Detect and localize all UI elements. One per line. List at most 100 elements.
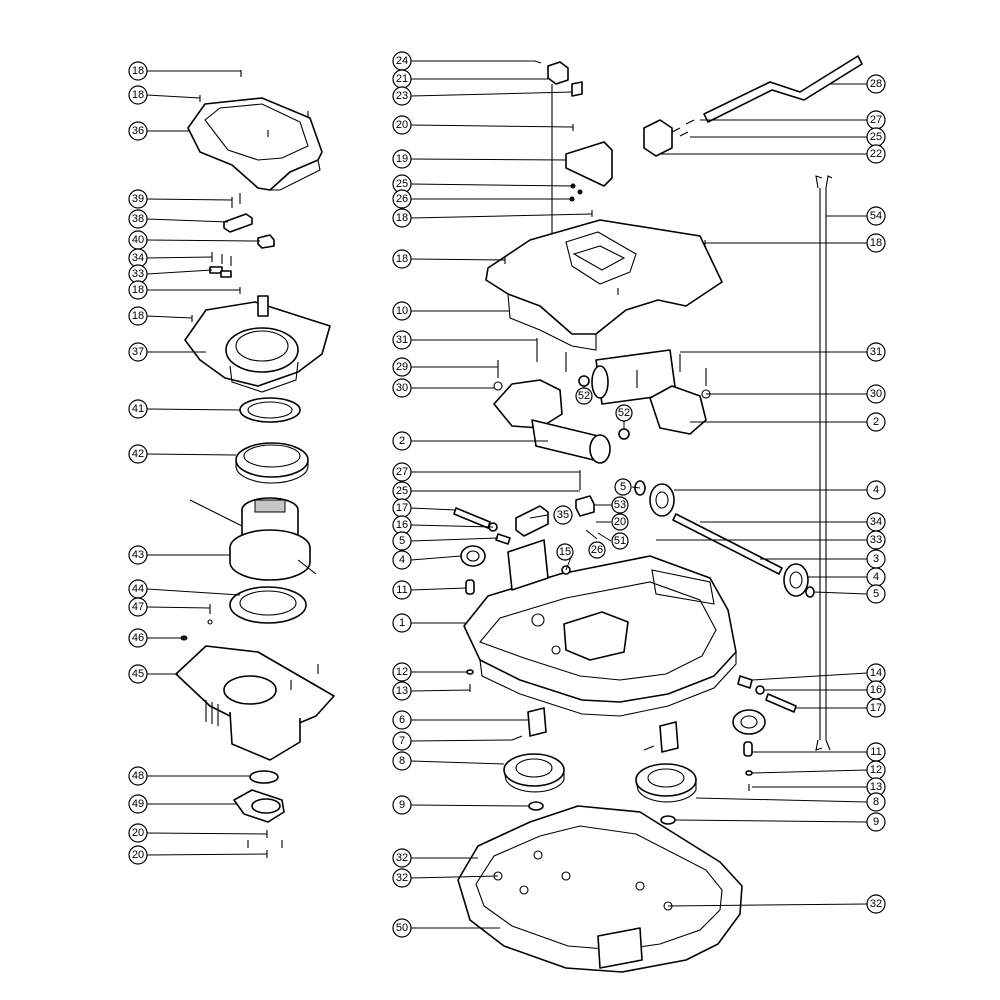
svg-text:46: 46 — [132, 632, 144, 644]
svg-text:44: 44 — [132, 583, 144, 595]
callout: 51 — [611, 532, 629, 550]
callout: 20 — [611, 513, 629, 531]
callout: 4 — [392, 550, 412, 570]
svg-text:25: 25 — [396, 178, 408, 190]
svg-text:48: 48 — [132, 770, 144, 782]
svg-text:9: 9 — [873, 816, 879, 828]
callout: 12 — [866, 760, 886, 780]
svg-text:20: 20 — [396, 119, 408, 131]
part-46-47 — [180, 604, 213, 641]
svg-text:40: 40 — [132, 234, 144, 246]
svg-text:42: 42 — [132, 448, 144, 460]
svg-text:18: 18 — [396, 212, 408, 224]
part-42-collar — [235, 442, 309, 484]
part-44-seal — [229, 586, 307, 624]
part-1-chassis — [463, 539, 737, 717]
svg-text:45: 45 — [132, 668, 144, 680]
svg-text:39: 39 — [132, 193, 144, 205]
svg-text:54: 54 — [870, 210, 882, 222]
svg-text:14: 14 — [870, 667, 882, 679]
callout: 32 — [866, 894, 886, 914]
svg-text:6: 6 — [399, 714, 405, 726]
svg-text:29: 29 — [396, 361, 408, 373]
callout: 18 — [866, 233, 886, 253]
callout: 34 — [866, 512, 886, 532]
leader-lines — [146, 60, 868, 929]
svg-text:18: 18 — [132, 65, 144, 77]
callout: 21 — [392, 69, 412, 89]
svg-text:5: 5 — [873, 588, 879, 600]
svg-text:31: 31 — [396, 334, 408, 346]
callout: 44 — [128, 579, 148, 599]
callout: 27 — [866, 110, 886, 130]
callout: 8 — [392, 751, 412, 771]
callout: 9 — [866, 812, 886, 832]
part-37-housing — [184, 295, 331, 393]
callout: 52 — [575, 387, 593, 405]
callout: 38 — [128, 209, 148, 229]
svg-text:4: 4 — [873, 484, 879, 496]
svg-text:37: 37 — [132, 346, 144, 358]
svg-text:49: 49 — [132, 798, 144, 810]
callout: 18 — [392, 208, 412, 228]
svg-text:11: 11 — [870, 746, 881, 758]
svg-text:20: 20 — [132, 849, 144, 861]
callout: 18 — [128, 306, 148, 326]
part-6-8-brush-right — [635, 721, 697, 803]
svg-text:36: 36 — [132, 125, 144, 137]
callout: 31 — [866, 342, 886, 362]
svg-text:11: 11 — [396, 584, 407, 596]
svg-text:21: 21 — [396, 73, 408, 85]
part-45-base — [175, 645, 335, 761]
part-2-motor-left — [493, 338, 630, 464]
svg-text:10: 10 — [396, 305, 408, 317]
callout: 1 — [392, 613, 412, 633]
svg-text:50: 50 — [396, 922, 408, 934]
callout: 47 — [128, 597, 148, 617]
svg-text:27: 27 — [870, 114, 882, 126]
callout: 50 — [392, 918, 412, 938]
part-38-39-40 — [223, 193, 275, 249]
part-43-vacuum-motor — [189, 497, 317, 581]
svg-text:26: 26 — [396, 193, 408, 205]
svg-text:30: 30 — [870, 388, 882, 400]
svg-text:15: 15 — [559, 546, 571, 558]
svg-text:23: 23 — [396, 90, 408, 102]
callout: 20 — [392, 115, 412, 135]
svg-text:4: 4 — [399, 554, 405, 566]
callout: 15 — [556, 543, 574, 561]
part-48-oring — [249, 770, 279, 784]
callout: 18 — [392, 249, 412, 269]
callout: 29 — [392, 357, 412, 377]
callout: 4 — [866, 567, 886, 587]
callout: 17 — [392, 498, 412, 518]
svg-text:43: 43 — [132, 549, 144, 561]
center-assembly — [453, 55, 863, 973]
svg-text:3: 3 — [873, 553, 879, 565]
svg-text:19: 19 — [396, 153, 408, 165]
callout: 32 — [392, 868, 412, 888]
svg-text:2: 2 — [873, 416, 879, 428]
svg-text:18: 18 — [870, 237, 882, 249]
svg-text:2: 2 — [399, 435, 405, 447]
callout: 20 — [128, 845, 148, 865]
callout: 18 — [128, 85, 148, 105]
callout: 18 — [128, 280, 148, 300]
callout: 31 — [392, 330, 412, 350]
svg-text:34: 34 — [870, 516, 882, 528]
callout: 37 — [128, 342, 148, 362]
callout: 46 — [128, 628, 148, 648]
svg-text:25: 25 — [870, 131, 882, 143]
svg-text:12: 12 — [396, 666, 408, 678]
callout: 5 — [392, 531, 412, 551]
part-4-wheel-left — [460, 545, 486, 567]
svg-text:41: 41 — [132, 403, 144, 415]
callout: 13 — [866, 777, 886, 797]
svg-text:31: 31 — [870, 346, 882, 358]
callout: 28 — [866, 74, 886, 94]
callout: 40 — [128, 230, 148, 250]
svg-text:30: 30 — [396, 382, 408, 394]
part-4-wheel-right-b — [783, 563, 809, 597]
callout: 24 — [392, 51, 412, 71]
